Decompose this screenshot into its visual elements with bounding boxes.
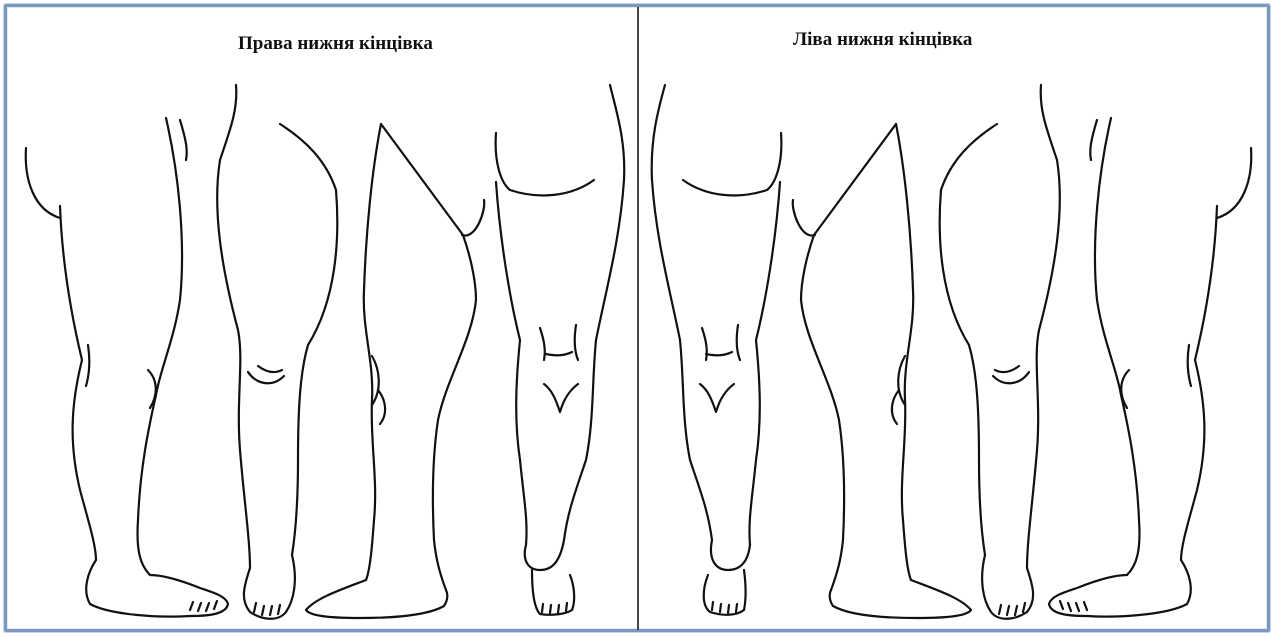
right-leg-lateral-view <box>26 118 228 617</box>
right-leg-posterior-view <box>217 85 337 619</box>
left-leg-posterior-view <box>940 85 1060 619</box>
left-leg-lateral-view <box>1049 118 1251 617</box>
right-leg-anterior-view <box>496 85 625 615</box>
right-leg-medial-view <box>306 124 484 618</box>
left-leg-medial-view <box>793 124 971 618</box>
left-leg-anterior-view <box>652 85 782 615</box>
